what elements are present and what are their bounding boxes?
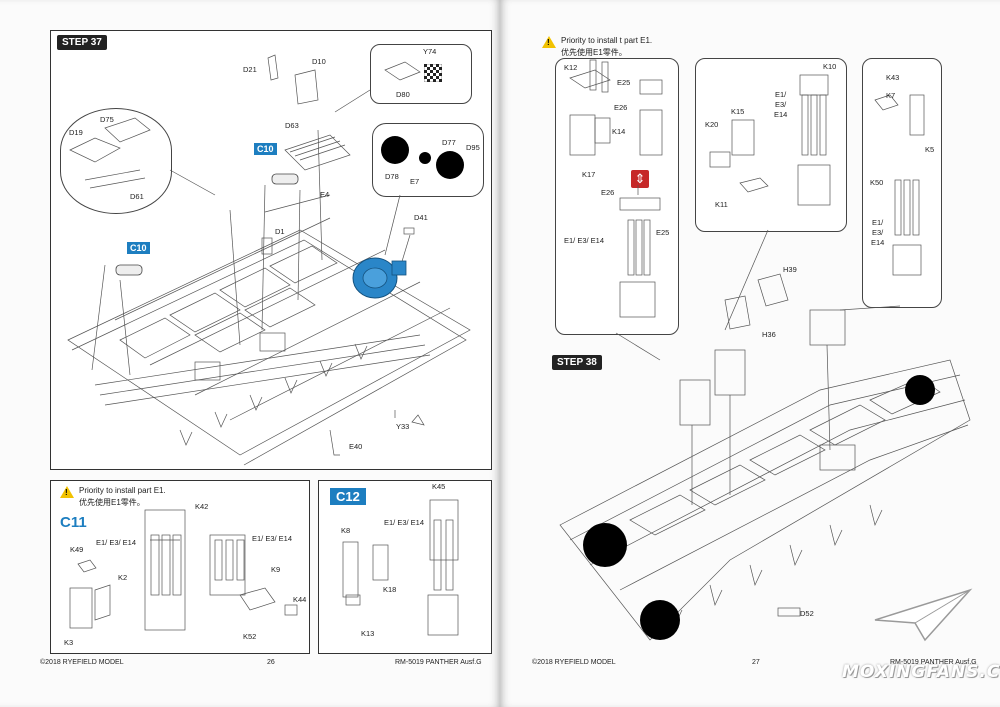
c12-frame: [318, 480, 492, 654]
label-k11: K11: [715, 200, 728, 209]
c11-label-k42: K42: [195, 502, 209, 511]
c12-label-k45: K45: [432, 482, 446, 491]
c11-label-k2: K2: [118, 573, 128, 582]
label-d77: D77: [442, 138, 456, 147]
label-e25-a: E25: [617, 78, 631, 87]
label-d10: D10: [312, 57, 326, 66]
right-footer-copyright: ©2018 RYEFIELD MODEL: [532, 659, 616, 666]
label-k7: K7: [886, 91, 896, 100]
left-footer-model: RM-5019 PANTHER Ausf.G: [395, 659, 482, 666]
label-e1e3e14-right: E1/ E3/ E14: [564, 236, 605, 245]
label-d61: D61: [130, 192, 144, 201]
c12-label-k8: K8: [341, 526, 351, 535]
c11-frame: [50, 480, 310, 654]
left-footer-copyright: ©2018 RYEFIELD MODEL: [40, 659, 124, 666]
paper-plane-logo: [874, 588, 973, 642]
label-e14-b: E14: [871, 238, 885, 247]
c11-warning: Priority to install part E1. 优先使用E1零件。: [60, 486, 166, 508]
label-h36: H36: [762, 330, 776, 339]
label-e26-a: E26: [614, 103, 628, 112]
label-d1: D1: [275, 227, 285, 236]
label-e3-a: E3/: [775, 100, 787, 109]
label-k43: K43: [886, 73, 900, 82]
warning-icon: [60, 486, 74, 498]
right-warning: Priority to install t part E1. 优先使用E1零件。: [542, 36, 652, 58]
label-d41: D41: [414, 213, 428, 222]
label-k5: K5: [925, 145, 935, 154]
box-k10: [695, 58, 847, 232]
label-e7: E7: [410, 177, 420, 186]
warning-icon: [542, 36, 556, 48]
label-k20: K20: [705, 120, 719, 129]
label-e40: E40: [349, 442, 363, 451]
c11-title: C11: [60, 514, 87, 531]
step38-tag: STEP 38: [552, 355, 602, 370]
box-k12: [555, 58, 679, 335]
c10-tag-left: C10: [127, 242, 150, 254]
label-e1-a: E1/: [775, 90, 787, 99]
label-k14: K14: [612, 127, 626, 136]
label-d63: D63: [285, 121, 299, 130]
left-footer-page: 26: [267, 659, 275, 666]
c11-label-k44: K44: [293, 595, 307, 604]
c12-label-e1e3e14: E1/ E3/ E14: [384, 518, 425, 527]
highlighted-fan-part: [352, 257, 407, 299]
c10-part-icon-top: [271, 173, 299, 185]
y74-decal: [424, 64, 442, 82]
label-d78: D78: [385, 172, 399, 181]
c12-label-k13: K13: [361, 629, 375, 638]
label-d75: D75: [100, 115, 114, 124]
c11-drawing: [69, 509, 298, 631]
label-k50: K50: [870, 178, 884, 187]
label-k12: K12: [564, 63, 578, 72]
c11-label-k49: K49: [70, 545, 84, 554]
label-e25-b: E25: [656, 228, 670, 237]
c12-drawing: [342, 499, 459, 636]
label-d95: D95: [466, 143, 480, 152]
c12-label-k18: K18: [383, 585, 397, 594]
c11-label-k3: K3: [64, 638, 74, 647]
right-page: Priority to install t part E1. 优先使用E1零件。…: [500, 0, 1000, 707]
label-h39: H39: [783, 265, 797, 274]
watermark-text: MOXINGFANS.COM: [842, 662, 1000, 682]
c11-label-k9: K9: [271, 565, 281, 574]
label-e3-b: E3/: [872, 228, 884, 237]
step37-tag: STEP 37: [57, 35, 107, 50]
left-page: STEP 37: [0, 0, 500, 707]
step38-drawing: [559, 59, 971, 641]
step37-hull-drawing: [67, 54, 471, 466]
c11-label-e1e3e14-b: E1/ E3/ E14: [252, 534, 293, 543]
label-k15: K15: [731, 107, 745, 116]
c10-part-icon-left: [115, 264, 143, 276]
label-d52: D52: [800, 609, 814, 618]
right-footer-model: RM-5019 PANTHER Ausf.G: [890, 659, 977, 666]
label-d19: D19: [69, 128, 83, 137]
right-footer-page: 27: [752, 659, 760, 666]
label-k10: K10: [823, 62, 837, 71]
rotate-arrow-icon: ⇕: [631, 170, 649, 188]
c11-label-k52: K52: [243, 632, 257, 641]
detail-bubble-d75: [60, 108, 172, 214]
c10-tag-top: C10: [254, 143, 277, 155]
label-d80: D80: [396, 90, 410, 99]
label-e1-b: E1/: [872, 218, 884, 227]
c11-label-e1e3e14-a: E1/ E3/ E14: [96, 538, 137, 547]
label-e4: E4: [320, 190, 330, 199]
label-d21: D21: [243, 65, 257, 74]
label-y74: Y74: [423, 47, 437, 56]
label-e14-a: E14: [774, 110, 788, 119]
label-y33: Y33: [396, 422, 410, 431]
detail-bubble-y74: [370, 44, 472, 104]
label-k17: K17: [582, 170, 596, 179]
label-e26-b: E26: [601, 188, 615, 197]
c12-title: C12: [330, 488, 366, 505]
